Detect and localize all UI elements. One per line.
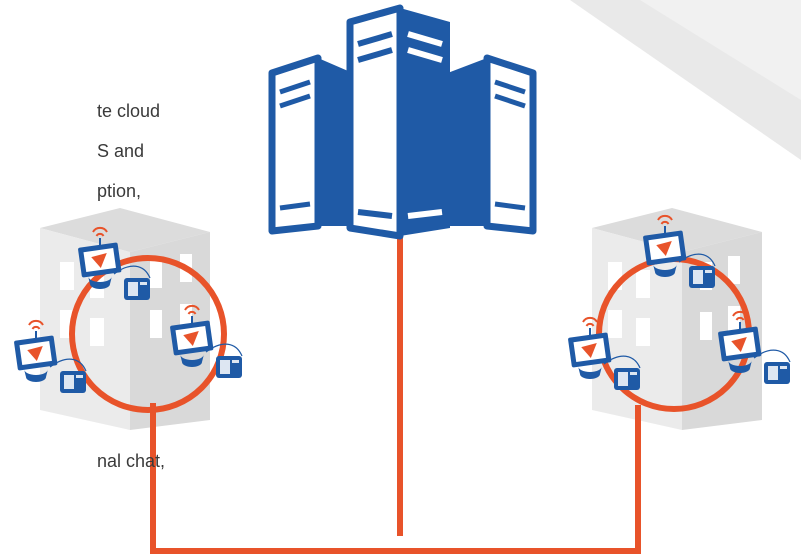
- text-fragment: ption,: [97, 182, 141, 200]
- text-fragment: nal chat,: [97, 452, 165, 470]
- text-fragment: te cloud: [97, 102, 160, 120]
- text-fragment: S and: [97, 142, 144, 160]
- network-link: [153, 403, 638, 551]
- office-building-icon: [40, 208, 210, 430]
- server-rack-icon: [272, 8, 533, 236]
